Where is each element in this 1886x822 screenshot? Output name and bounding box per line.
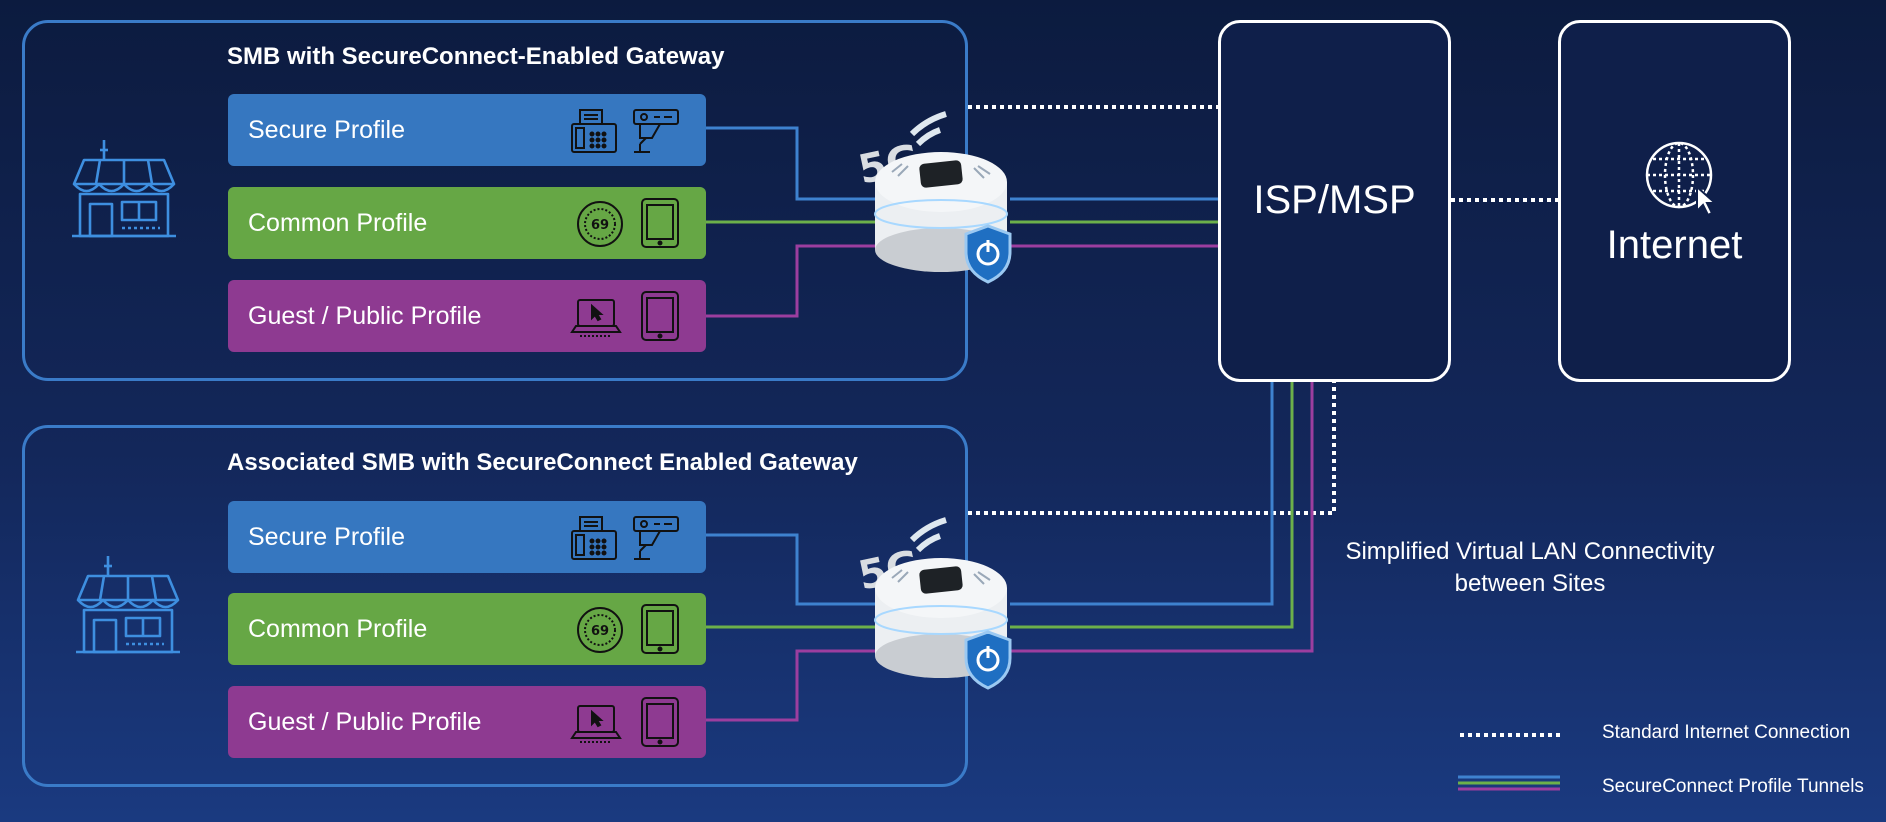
isp-msp-box: ISP/MSP: [1218, 20, 1451, 382]
tunnel-secure-site2-left: [704, 533, 890, 606]
profile-label: Common Profile: [248, 208, 428, 237]
tablet-icon: [634, 197, 686, 249]
meter-value: 69: [591, 218, 609, 233]
standard-connection-site2-isp: [968, 382, 1336, 515]
internet-label: Internet: [1606, 223, 1743, 267]
laptop-icon: [570, 696, 622, 748]
profile-common[interactable]: Common Profile 69: [228, 593, 706, 665]
tablet-icon: [634, 290, 686, 342]
site-title: Associated SMB with SecureConnect Enable…: [227, 449, 858, 476]
profile-common[interactable]: Common Profile 69: [228, 187, 706, 259]
globe-cursor-icon: [1645, 141, 1725, 226]
profile-label: Guest / Public Profile: [248, 301, 482, 330]
meter-icon: 69: [574, 197, 626, 249]
tunnel-guest-site1-left: [704, 244, 890, 318]
isp-label: ISP/MSP: [1253, 178, 1416, 222]
fax-machine-icon: [568, 511, 620, 563]
connectivity-note: Simplified Virtual LAN Connectivity betw…: [1300, 536, 1760, 600]
profile-label: Secure Profile: [248, 115, 406, 144]
tunnel-secure-site1-left: [704, 126, 890, 201]
gateway-device-2: 5G: [854, 508, 1028, 713]
profile-guest[interactable]: Guest / Public Profile: [228, 686, 706, 758]
note-line-2: between Sites: [1454, 570, 1606, 597]
fax-machine-icon: [568, 104, 620, 156]
security-camera-icon: [630, 511, 682, 563]
meter-value: 69: [591, 624, 609, 639]
profile-secure[interactable]: Secure Profile: [228, 94, 706, 166]
tunnel-common-site2-isp: [1010, 382, 1294, 629]
internet-box: Internet: [1558, 20, 1791, 382]
laptop-icon: [570, 290, 622, 342]
profile-guest[interactable]: Guest / Public Profile: [228, 280, 706, 352]
legend-standard-label: Standard Internet Connection: [1602, 722, 1851, 743]
site-title: SMB with SecureConnect-Enabled Gateway: [227, 43, 725, 70]
storefront-icon: [74, 554, 182, 661]
tablet-icon: [634, 696, 686, 748]
meter-icon: 69: [574, 603, 626, 655]
profile-label: Secure Profile: [248, 522, 406, 551]
storefront-icon: [70, 138, 178, 245]
security-camera-icon: [630, 104, 682, 156]
tunnel-guest-site2-left: [704, 649, 890, 722]
legend-tunnels-label: SecureConnect Profile Tunnels: [1602, 776, 1864, 797]
profile-label: Common Profile: [248, 614, 428, 643]
note-line-1: Simplified Virtual LAN Connectivity: [1345, 538, 1715, 565]
profile-label: Guest / Public Profile: [248, 707, 482, 736]
gateway-device-1: 5G: [854, 102, 1028, 307]
profile-secure[interactable]: Secure Profile: [228, 501, 706, 573]
tunnel-guest-site2-isp: [1010, 382, 1314, 653]
tablet-icon: [634, 603, 686, 655]
tunnel-secure-site2-isp: [1010, 382, 1274, 606]
